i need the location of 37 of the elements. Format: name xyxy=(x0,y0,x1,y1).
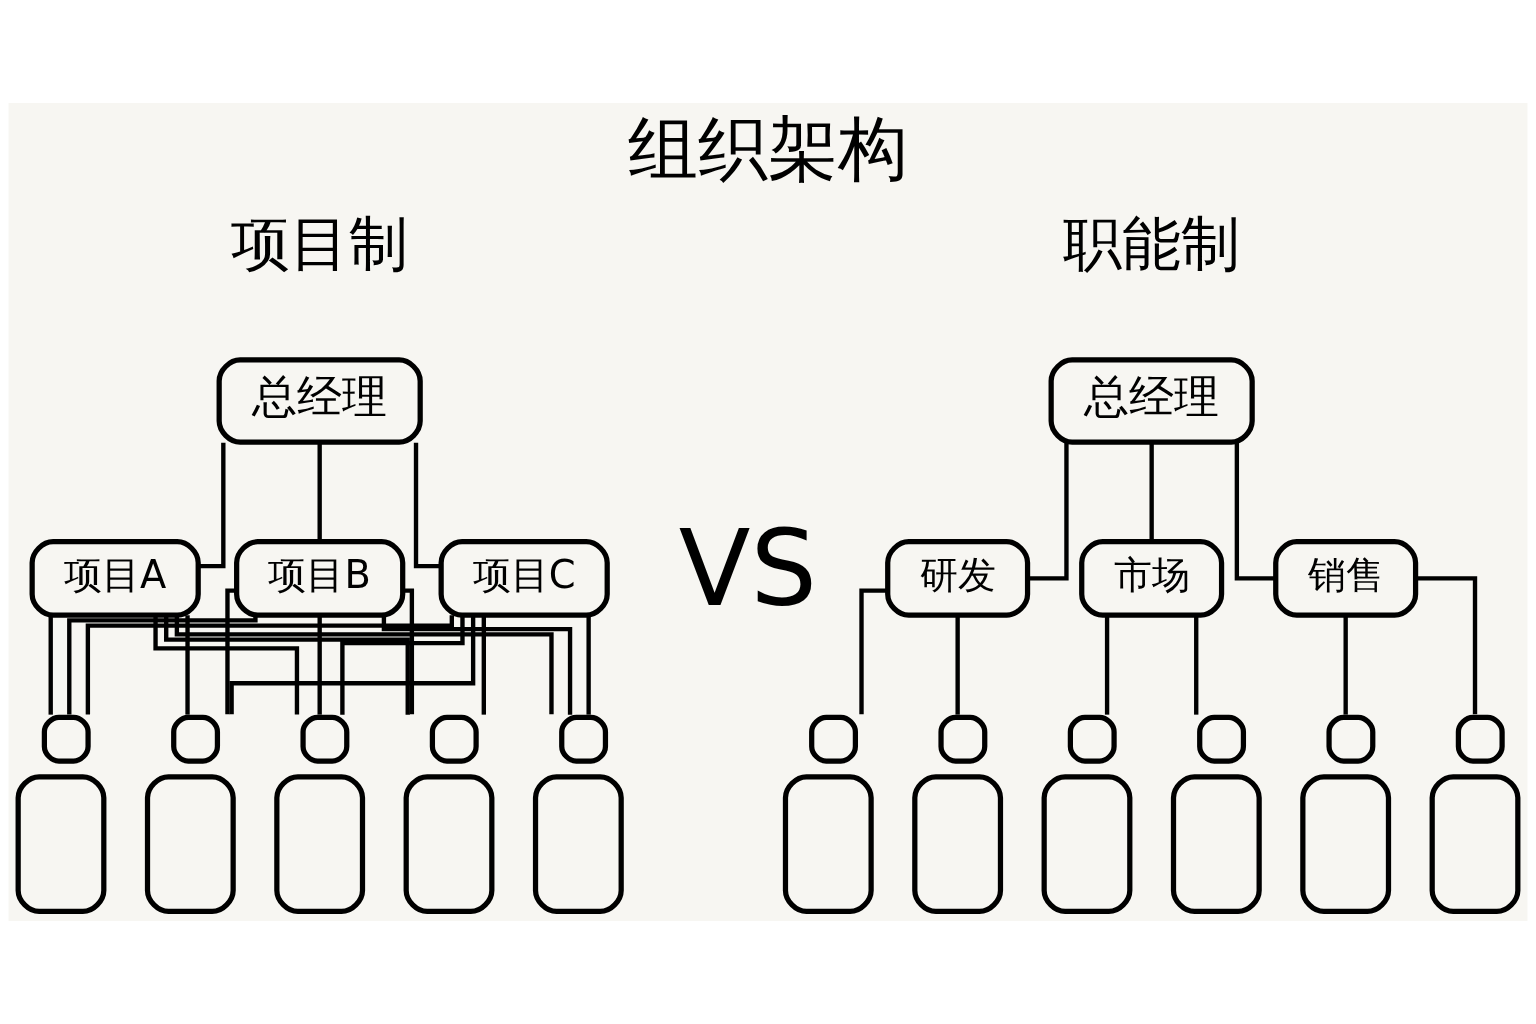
connector xyxy=(586,615,591,715)
connector xyxy=(185,615,190,715)
connector xyxy=(1343,615,1348,715)
connector xyxy=(67,615,258,715)
node-box: 市场 xyxy=(1079,539,1225,618)
connector xyxy=(955,615,960,715)
label: 职能制 xyxy=(1063,209,1241,279)
connector xyxy=(153,615,300,715)
connector xyxy=(48,615,53,715)
diagram-title: 组织架构 xyxy=(628,107,908,189)
label: VS xyxy=(678,507,818,630)
connector xyxy=(85,615,454,715)
node-box: 项目B xyxy=(234,539,406,618)
connector xyxy=(164,615,410,715)
connector xyxy=(381,615,573,715)
node-box: 总经理 xyxy=(216,357,423,445)
connector xyxy=(1234,442,1276,581)
label: 项目制 xyxy=(231,209,409,279)
connector xyxy=(340,615,465,715)
connector xyxy=(403,588,415,715)
connector xyxy=(317,615,322,715)
node-box: 项目A xyxy=(29,539,201,618)
connector xyxy=(174,615,554,715)
node-box: 研发 xyxy=(885,539,1031,618)
connector xyxy=(1194,615,1199,715)
connector xyxy=(1149,442,1154,542)
connector xyxy=(1027,442,1069,581)
node-box: 项目C xyxy=(438,539,610,618)
node-box: 销售 xyxy=(1273,539,1419,618)
connector xyxy=(481,615,486,715)
connector xyxy=(317,442,322,542)
connector xyxy=(413,442,442,569)
connector xyxy=(225,588,236,715)
connector xyxy=(1104,615,1110,715)
connector xyxy=(1415,576,1478,715)
node-box: 总经理 xyxy=(1048,357,1255,445)
connector xyxy=(229,615,476,715)
